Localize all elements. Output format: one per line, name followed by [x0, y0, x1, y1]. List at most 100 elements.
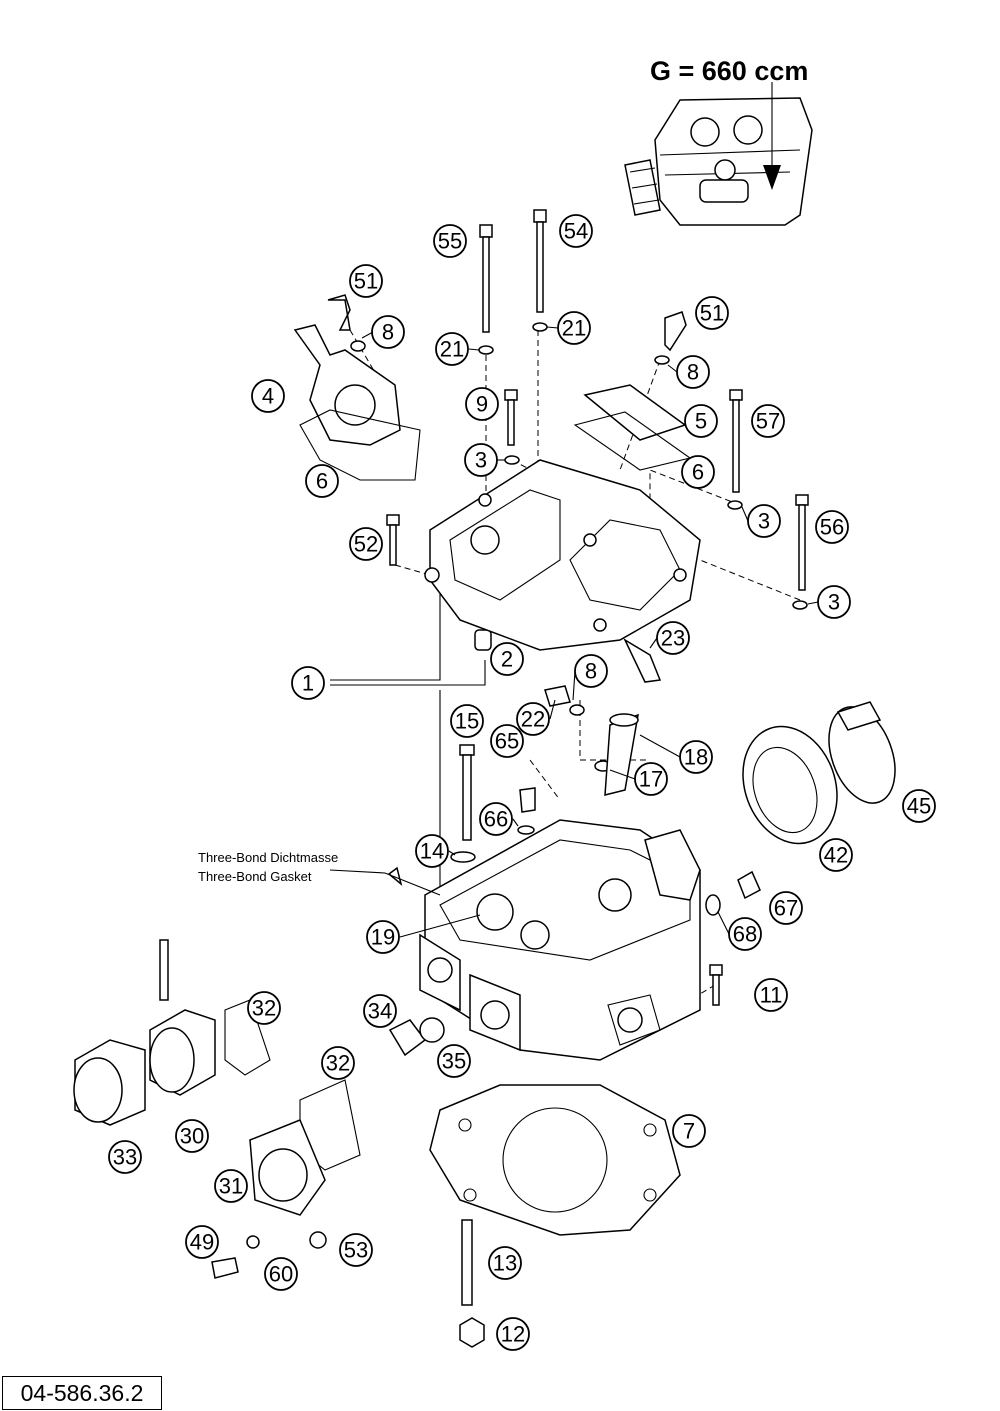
- svg-text:21: 21: [440, 337, 464, 362]
- svg-text:2: 2: [501, 647, 513, 672]
- callout-4: 4: [251, 379, 285, 413]
- intake-rubber-and-clamp: [742, 701, 896, 845]
- svg-text:54: 54: [564, 219, 588, 244]
- callout-18: 18: [679, 740, 713, 774]
- callout-2: 2: [490, 642, 524, 676]
- callout-45: 45: [902, 789, 936, 823]
- callout-33: 33: [108, 1140, 142, 1174]
- svg-text:45: 45: [907, 794, 931, 819]
- three-bond-note-de: Three-Bond Dichtmasse: [198, 850, 339, 865]
- callout-42: 42: [819, 838, 853, 872]
- callout-19: 19: [366, 920, 400, 954]
- svg-text:23: 23: [661, 626, 685, 651]
- svg-text:1: 1: [302, 671, 314, 696]
- svg-text:19: 19: [371, 925, 395, 950]
- svg-text:56: 56: [820, 515, 844, 540]
- callout-12: 12: [496, 1317, 530, 1351]
- svg-text:15: 15: [455, 709, 479, 734]
- valve-cover: [424, 459, 701, 651]
- callout-5: 5: [684, 404, 718, 438]
- callout-66: 66: [479, 802, 513, 836]
- svg-text:11: 11: [760, 983, 783, 1008]
- cover-plate-and-gasket: [573, 384, 692, 471]
- callout-8c: 8: [574, 654, 608, 688]
- callout-1: 1: [291, 666, 325, 700]
- callout-32b: 32: [321, 1046, 355, 1080]
- callout-32a: 32: [247, 991, 281, 1025]
- callout-57: 57: [751, 404, 785, 438]
- callout-13: 13: [488, 1246, 522, 1280]
- svg-text:51: 51: [354, 269, 378, 294]
- callouts: 51 8 4 6 55 54 21 21 9 3 51 8 5 57 6 3 5…: [108, 214, 936, 1351]
- callout-6b: 6: [681, 455, 715, 489]
- callout-30: 30: [175, 1119, 209, 1153]
- callout-51b: 51: [695, 296, 729, 330]
- svg-text:4: 4: [262, 384, 274, 409]
- head-gasket: [429, 1084, 681, 1236]
- svg-text:57: 57: [756, 409, 780, 434]
- callout-7: 7: [672, 1114, 706, 1148]
- callout-53: 53: [339, 1233, 373, 1267]
- exhaust-flanges: [73, 939, 361, 1216]
- callout-21b: 21: [557, 311, 591, 345]
- svg-text:31: 31: [219, 1174, 243, 1199]
- callout-8b: 8: [676, 355, 710, 389]
- three-bond-note-en: Three-Bond Gasket: [198, 869, 312, 884]
- svg-text:3: 3: [475, 448, 487, 473]
- svg-text:35: 35: [442, 1049, 466, 1074]
- svg-text:66: 66: [484, 807, 508, 832]
- svg-text:51: 51: [700, 301, 724, 326]
- callout-55: 55: [433, 224, 467, 258]
- svg-text:13: 13: [493, 1251, 517, 1276]
- callout-51a: 51: [349, 264, 383, 298]
- svg-text:17: 17: [639, 767, 663, 792]
- callout-49: 49: [185, 1225, 219, 1259]
- svg-text:3: 3: [758, 509, 770, 534]
- callout-52: 52: [349, 527, 383, 561]
- svg-text:3: 3: [828, 590, 840, 615]
- svg-text:32: 32: [252, 996, 276, 1021]
- callout-leaders: [329, 326, 819, 938]
- callout-67: 67: [769, 891, 803, 925]
- svg-text:14: 14: [420, 839, 444, 864]
- svg-text:7: 7: [683, 1119, 695, 1144]
- callout-17: 17: [634, 762, 668, 796]
- drawing-number: 04-586.36.2: [2, 1376, 162, 1410]
- svg-text:8: 8: [585, 659, 597, 684]
- svg-text:22: 22: [521, 707, 545, 732]
- callout-15: 15: [450, 704, 484, 738]
- svg-text:6: 6: [692, 460, 704, 485]
- cylinder-head: [419, 819, 701, 1061]
- assembly-lines: [330, 329, 801, 1001]
- svg-text:68: 68: [733, 922, 757, 947]
- callout-3a: 3: [464, 443, 498, 477]
- svg-text:30: 30: [180, 1124, 204, 1149]
- callout-6a: 6: [305, 464, 339, 498]
- callout-31: 31: [214, 1169, 248, 1203]
- callout-65: 65: [490, 724, 524, 758]
- thermostat-housing: [293, 324, 421, 481]
- svg-text:5: 5: [695, 409, 707, 434]
- svg-text:33: 33: [113, 1145, 137, 1170]
- bolts: [211, 209, 809, 1306]
- callout-21a: 21: [435, 332, 469, 366]
- callout-9: 9: [465, 387, 499, 421]
- svg-text:34: 34: [368, 999, 392, 1024]
- callout-35: 35: [437, 1044, 471, 1078]
- callout-54: 54: [559, 214, 593, 248]
- callout-8a: 8: [371, 315, 405, 349]
- svg-text:8: 8: [687, 360, 699, 385]
- svg-text:18: 18: [684, 745, 708, 770]
- callout-56: 56: [815, 510, 849, 544]
- svg-text:6: 6: [316, 469, 328, 494]
- callout-14: 14: [415, 834, 449, 868]
- svg-text:42: 42: [824, 843, 848, 868]
- svg-text:21: 21: [562, 316, 586, 341]
- svg-text:55: 55: [438, 229, 462, 254]
- svg-text:60: 60: [269, 1262, 293, 1287]
- inset-cylinder-head-view: [624, 82, 813, 226]
- svg-text:53: 53: [344, 1238, 368, 1263]
- callout-11: 11: [754, 978, 788, 1012]
- svg-text:12: 12: [501, 1322, 525, 1347]
